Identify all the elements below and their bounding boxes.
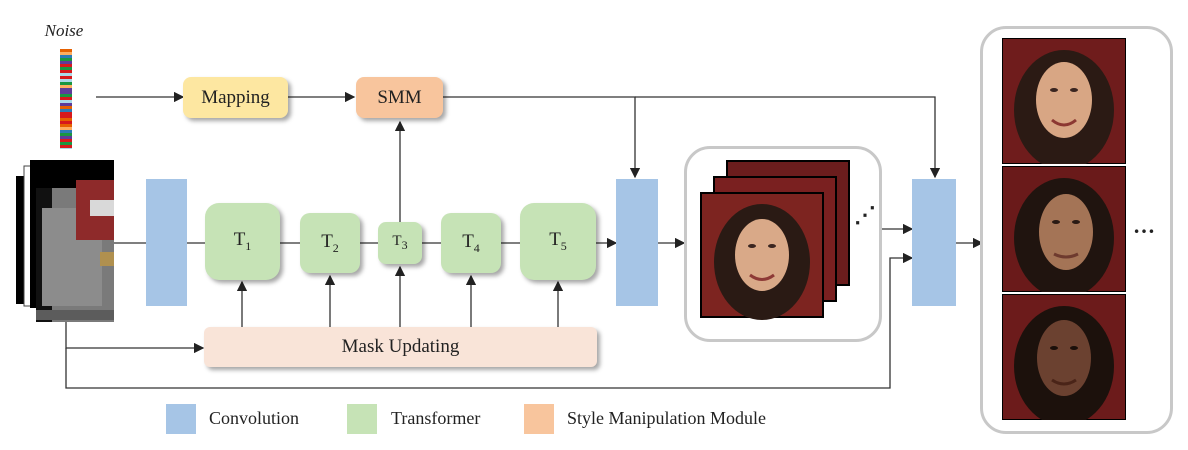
mapping-block: Mapping — [183, 77, 288, 118]
output-face-3 — [1002, 294, 1126, 420]
noise-stripe — [60, 94, 72, 97]
arrow-smm-to-conv3 — [635, 96, 941, 179]
noise-vector — [60, 49, 72, 149]
transformer-t1: T1 — [205, 203, 280, 280]
transformer-t5: T5 — [520, 203, 596, 280]
t3-label: T3 — [392, 233, 408, 252]
noise-stripe — [60, 148, 72, 149]
transformer-t2: T2 — [300, 213, 360, 273]
output-face-1 — [1002, 38, 1126, 164]
noise-stripe — [60, 64, 72, 67]
noise-stripe — [60, 124, 72, 127]
t5-label: T5 — [549, 229, 567, 253]
noise-stripe — [60, 130, 72, 133]
legend-swatch-smm — [524, 404, 554, 434]
t1-label: T1 — [233, 229, 252, 253]
noise-stripe — [60, 88, 72, 91]
legend-swatch-convolution — [166, 404, 196, 434]
legend-label-smm: Style Manipulation Module — [567, 408, 766, 428]
t2-label: T2 — [321, 230, 339, 255]
noise-stripe — [60, 97, 72, 100]
noise-stripe — [60, 139, 72, 142]
noise-stripe — [60, 115, 72, 118]
transformer-t4: T4 — [441, 213, 501, 273]
legend-swatch-transformer — [347, 404, 377, 434]
smm-block: SMM — [356, 77, 443, 118]
noise-stripe — [60, 109, 72, 112]
stack-ellipsis: ⋰ — [854, 202, 876, 227]
conv-block-3 — [912, 179, 956, 306]
noise-stripe — [60, 70, 72, 73]
noise-stripe — [60, 61, 72, 64]
outputs-ellipsis: … — [1133, 213, 1155, 238]
noise-stripe — [60, 49, 72, 52]
noise-label: Noise — [44, 21, 84, 40]
output-face-2 — [1002, 166, 1126, 292]
legend-label-convolution: Convolution — [209, 408, 300, 428]
noise-stripe — [60, 91, 72, 94]
noise-stripe — [60, 121, 72, 124]
noise-stripe — [60, 145, 72, 148]
noise-stripe — [60, 136, 72, 139]
transformer-t3: T3 — [378, 222, 422, 264]
noise-stripe — [60, 142, 72, 145]
mask-updating-block: Mask Updating — [204, 327, 597, 367]
noise-stripe — [60, 76, 72, 79]
arrow-smm-to-conv2 — [443, 96, 641, 179]
noise-stripe — [60, 52, 72, 55]
legend-label-transformer: Transformer — [391, 408, 481, 428]
intermediate-face-stack — [700, 160, 850, 320]
noise-stripe — [60, 82, 72, 85]
conv-block-1 — [146, 179, 187, 306]
t4-label: T4 — [462, 230, 480, 255]
noise-stripe — [60, 55, 72, 58]
noise-stripe — [60, 127, 72, 130]
noise-stripe — [60, 73, 72, 76]
noise-stripe — [60, 106, 72, 109]
noise-stripe — [60, 67, 72, 70]
noise-stripe — [60, 79, 72, 82]
conv-block-2 — [616, 179, 658, 306]
noise-stripe — [60, 85, 72, 88]
masked-input-image — [16, 160, 114, 322]
noise-stripe — [60, 100, 72, 103]
noise-stripe — [60, 103, 72, 106]
noise-stripe — [60, 112, 72, 115]
noise-stripe — [60, 58, 72, 61]
arrow-input-skip-to-conv3 — [65, 252, 914, 389]
noise-stripe — [60, 118, 72, 121]
noise-stripe — [60, 133, 72, 136]
